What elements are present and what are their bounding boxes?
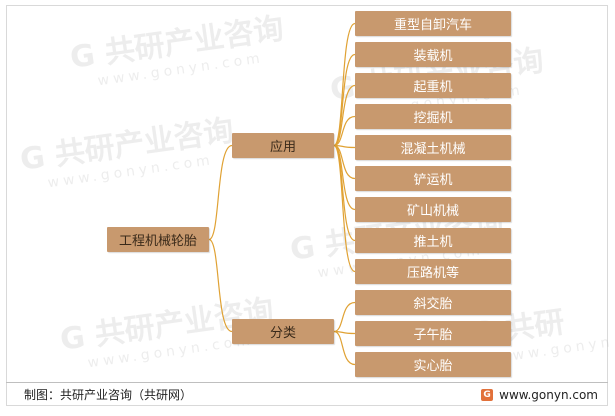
connector-line	[333, 115, 356, 147]
leaf-node: 斜交胎	[355, 290, 511, 315]
connector-line	[208, 238, 233, 333]
branch-node: 分类	[232, 319, 334, 344]
leaf-node: 挖掘机	[355, 104, 511, 129]
website-link[interactable]: www.gonyn.com	[499, 387, 598, 402]
branch-node: 应用	[232, 133, 334, 158]
leaf-node: 装载机	[355, 42, 511, 67]
leaf-node: 混凝土机械	[355, 135, 511, 160]
brand: G www.gonyn.com	[481, 388, 598, 402]
source-label: 制图：共研产业咨询（共研网）	[24, 388, 193, 402]
leaf-node: 推土机	[355, 228, 511, 253]
connector-line	[333, 330, 356, 366]
gonyn-logo-icon: G	[481, 388, 494, 401]
connector-line	[333, 144, 356, 273]
connector-line	[208, 144, 233, 241]
footer: 制图：共研产业咨询（共研网） G www.gonyn.com	[6, 382, 608, 406]
leaf-node: 压路机等	[355, 259, 511, 284]
leaf-node: 实心胎	[355, 352, 511, 377]
leaf-node: 起重机	[355, 73, 511, 98]
connector-line	[333, 301, 356, 333]
leaf-node: 矿山机械	[355, 197, 511, 222]
leaf-node: 子午胎	[355, 321, 511, 346]
connector-line	[333, 84, 356, 147]
leaf-node: 重型自卸汽车	[355, 11, 511, 36]
diagram-frame	[6, 5, 608, 406]
root-node: 工程机械轮胎	[107, 227, 209, 252]
connector-line	[333, 53, 356, 147]
leaf-node: 铲运机	[355, 166, 511, 191]
